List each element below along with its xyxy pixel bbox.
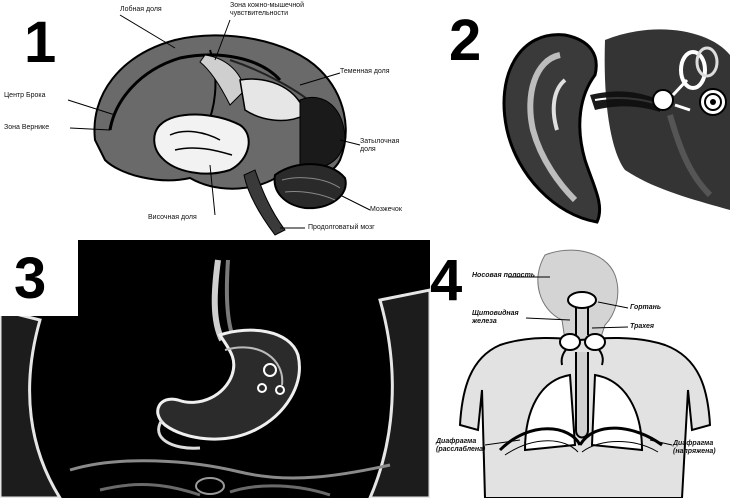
brain-panel: 1 Лобная доля Зона кожно-мышечной чувств…: [0, 0, 425, 240]
label-medulla: Продолговатый мозг: [308, 224, 375, 231]
label-larynx: Гортань: [630, 304, 661, 311]
panel-number-2: 2: [449, 12, 481, 70]
label-thyroid: Щитовидная железа: [472, 310, 519, 327]
panel-number-3: 3: [14, 250, 46, 308]
label-nose: Носовая полость: [472, 272, 535, 279]
label-parietal: Теменная доля: [340, 68, 390, 75]
label-diaphragm-right: Диафрагма (напряжена): [673, 440, 716, 457]
brain-illustration: [0, 0, 425, 240]
label-diaphragm-left: Диафрагма (расслаблена): [436, 438, 485, 455]
label-wernicke: Зона Вернике: [4, 124, 49, 131]
label-cerebellum: Мозжечок: [370, 206, 402, 213]
label-temporal: Височная доля: [148, 214, 197, 221]
label-sensory: Зона кожно-мышечной чувствительности: [230, 2, 304, 19]
stomach-panel: 3: [0, 240, 430, 498]
respiratory-panel: 4 Носовая полость Гортань Щитовидная жел…: [430, 240, 733, 498]
panel-number-1: 1: [24, 14, 56, 72]
label-trachea: Трахея: [630, 323, 654, 330]
label-frontal: Лобная доля: [120, 6, 162, 13]
ear-panel: 2: [425, 0, 733, 240]
panel-number-4: 4: [430, 252, 462, 310]
label-broca: Центр Брока: [4, 92, 45, 99]
label-occipital: Затылочная доля: [360, 138, 399, 155]
